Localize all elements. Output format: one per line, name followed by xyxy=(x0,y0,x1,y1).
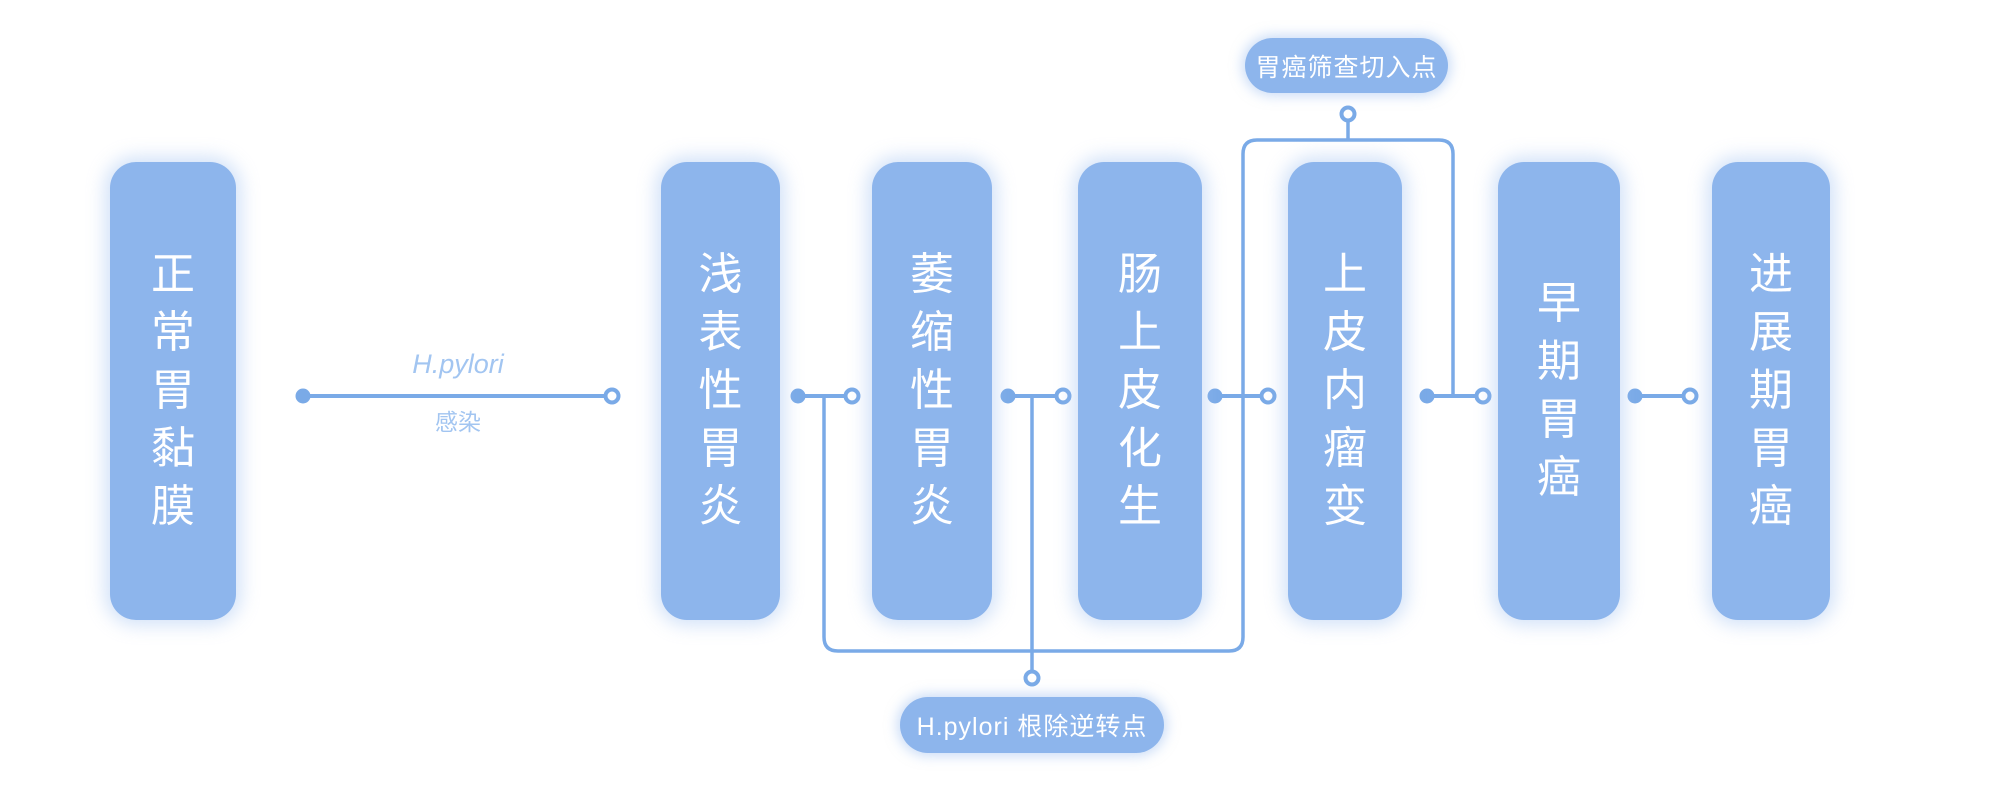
stage-label: 肠上皮化生 xyxy=(1117,250,1162,531)
screening-entry-badge-label: 胃癌筛查切入点 xyxy=(1255,53,1438,82)
eradication-reversal-badge-label: H.pylori 根除逆转点 xyxy=(916,713,1148,741)
connector-start-dot-icon xyxy=(790,388,806,404)
connector-start-dot-icon xyxy=(1627,388,1643,404)
connector-end-ring-icon xyxy=(603,387,621,405)
connector-start-dot-icon xyxy=(1419,388,1435,404)
stage-box-early-gastric-cancer: 早期胃癌 xyxy=(1498,162,1620,620)
stage-label: 早期胃癌 xyxy=(1536,279,1581,502)
connector-2-superficial-to-atrophic xyxy=(790,387,861,405)
connector-start-dot-icon xyxy=(295,388,311,404)
stage-box-intestinal-metaplasia: 肠上皮化生 xyxy=(1078,162,1202,620)
screening-stem-ring-icon xyxy=(1339,105,1357,123)
connector-end-ring-icon xyxy=(843,387,861,405)
stage-box-normal-gastric-mucosa: 正常胃黏膜 xyxy=(110,162,236,620)
stage-label: 上皮内瘤变 xyxy=(1322,250,1367,531)
screening-entry-badge: 胃癌筛查切入点 xyxy=(1245,38,1448,93)
stage-label: 浅表性胃炎 xyxy=(698,250,743,531)
connector-end-ring-icon xyxy=(1259,387,1277,405)
eradication-bracket-left-arm xyxy=(822,396,839,653)
connector-6-early-to-advanced-cancer xyxy=(1627,387,1699,405)
stage-label: 进展期胃癌 xyxy=(1748,250,1793,531)
connector-end-ring-icon xyxy=(1054,387,1072,405)
connector-4-metaplasia-to-neoplasia xyxy=(1207,387,1277,405)
connector-start-dot-icon xyxy=(1000,388,1016,404)
stage-box-advanced-gastric-cancer: 进展期胃癌 xyxy=(1712,162,1830,620)
eradication-bracket-and-screening-bracket-path xyxy=(838,138,1455,653)
stage-box-intraepithelial-neoplasia: 上皮内瘤变 xyxy=(1288,162,1402,620)
connector-3-atrophic-to-metaplasia xyxy=(1000,387,1072,405)
screening-stem xyxy=(1339,105,1357,140)
stage-label: 萎缩性胃炎 xyxy=(909,250,954,531)
eradication-bracket xyxy=(822,138,1455,687)
connector-1-hpylori-infection xyxy=(295,387,621,405)
stage-label: 正常胃黏膜 xyxy=(150,250,195,531)
connector-end-ring-icon xyxy=(1474,387,1492,405)
stage-box-atrophic-gastritis: 萎缩性胃炎 xyxy=(872,162,992,620)
connector-start-dot-icon xyxy=(1207,388,1223,404)
eradication-reversal-badge: H.pylori 根除逆转点 xyxy=(900,697,1164,753)
connector-end-ring-icon xyxy=(1681,387,1699,405)
eradication-stem-ring-icon xyxy=(1023,669,1041,687)
connector-5-neoplasia-to-early-cancer xyxy=(1419,387,1492,405)
stage-box-superficial-gastritis: 浅表性胃炎 xyxy=(661,162,780,620)
